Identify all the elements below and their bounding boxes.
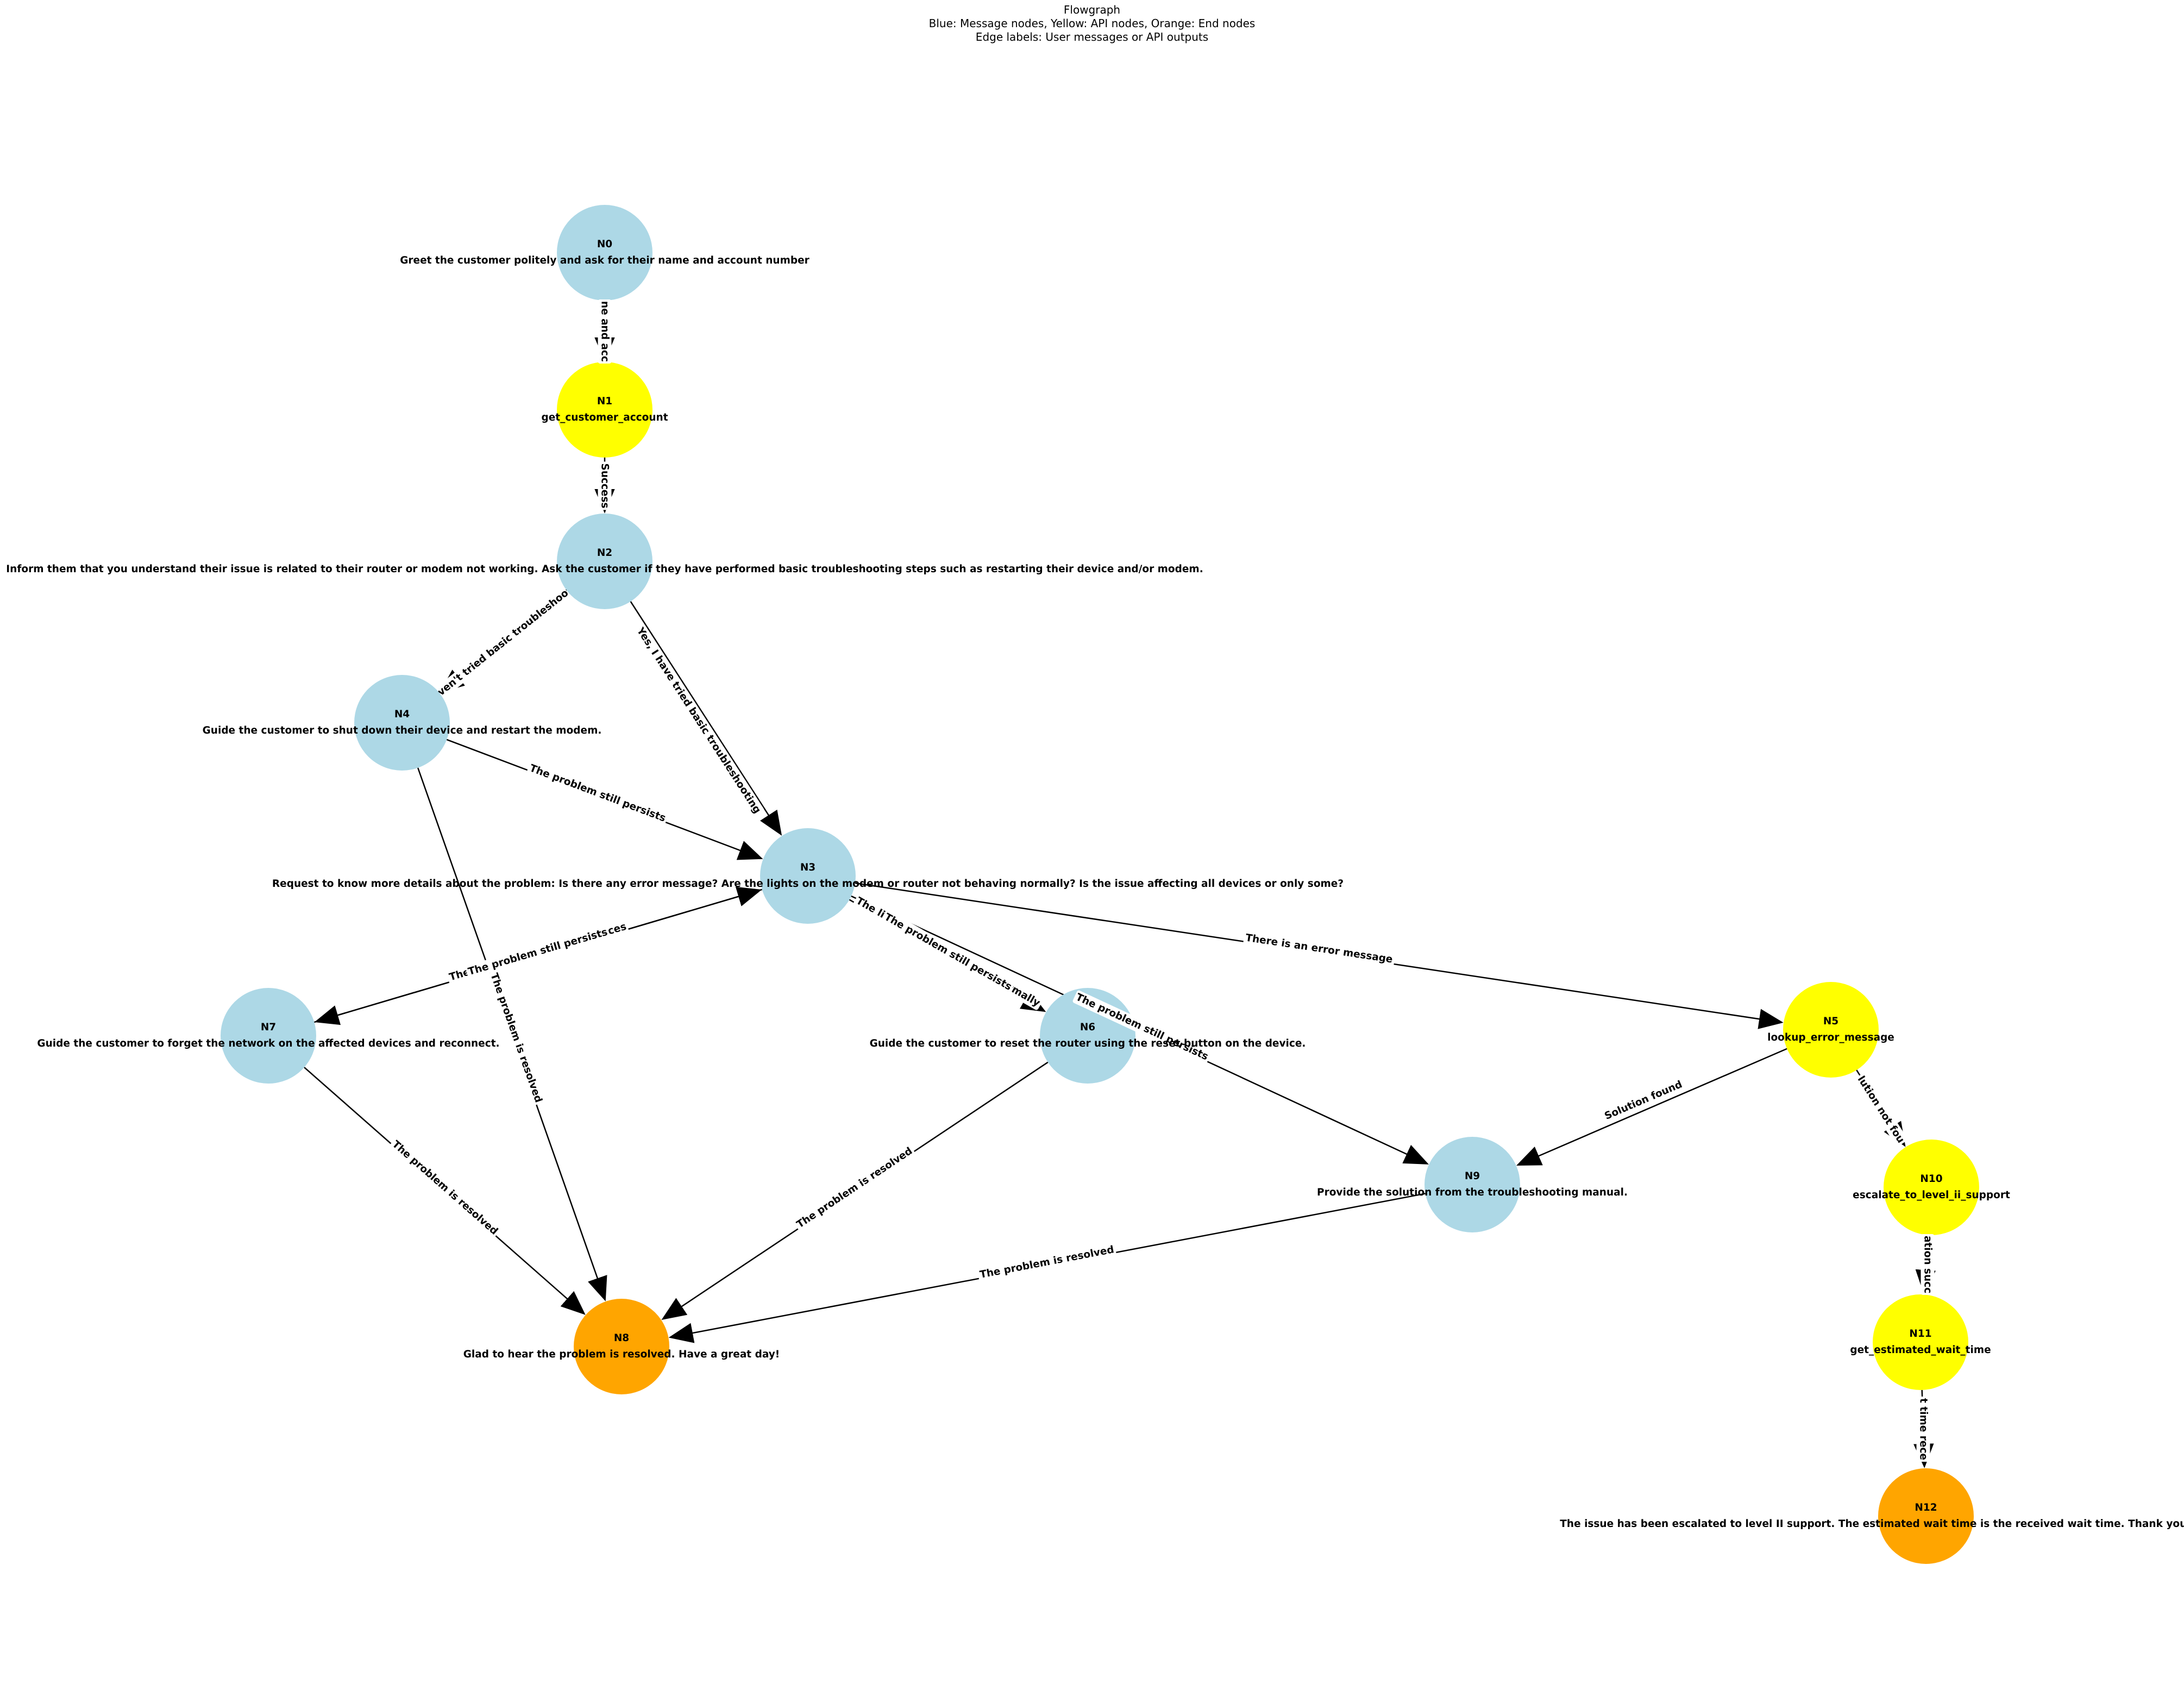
node-label-N1: N1 get_customer_account [541, 393, 668, 426]
node-id-N2: N2 [597, 547, 613, 559]
node-text-N3: Request to know more details about the p… [272, 878, 1344, 890]
node-id-N0: N0 [597, 239, 613, 250]
node-text-N11: get_estimated_wait_time [1850, 1344, 1991, 1356]
node-id-N9: N9 [1464, 1171, 1480, 1182]
node-N5 [1783, 982, 1879, 1078]
edge-N2-N3 [630, 601, 782, 836]
chart-legend-line: Blue: Message nodes, Yellow: API nodes, … [928, 17, 1256, 30]
node-N2 [557, 514, 652, 609]
node-label-N11: N11 get_estimated_wait_time [1850, 1326, 1991, 1359]
node-text-N2: Inform them that you understand their is… [6, 564, 1203, 575]
node-id-N12: N12 [1915, 1502, 1937, 1513]
node-label-N5: N5 lookup_error_message [1767, 1013, 1894, 1046]
chart-title-line1: Flowgraph [1063, 3, 1121, 16]
node-text-N8: Glad to hear the problem is resolved. Ha… [463, 1349, 780, 1360]
edge-N5-N9 [1516, 1048, 1787, 1166]
node-text-N7: Guide the customer to forget the network… [37, 1038, 500, 1049]
node-N4 [354, 675, 450, 771]
chart-subtitle-line: Edge labels: User messages or API output… [975, 30, 1209, 43]
node-N12 [1878, 1468, 1974, 1564]
node-id-N6: N6 [1080, 1022, 1096, 1033]
node-id-N7: N7 [260, 1022, 277, 1033]
node-N7 [221, 988, 316, 1084]
node-id-N1: N1 [597, 396, 613, 407]
node-label-N10: N10 escalate_to_level_ii_support [1853, 1171, 2010, 1204]
node-text-N5: lookup_error_message [1767, 1032, 1894, 1043]
node-id-N10: N10 [1920, 1173, 1943, 1185]
node-text-N6: Guide the customer to reset the router u… [869, 1038, 1306, 1049]
node-N10 [1884, 1140, 1979, 1235]
node-text-N0: Greet the customer politely and ask for … [400, 255, 809, 266]
node-text-N12: The issue has been escalated to level II… [1560, 1518, 2184, 1530]
node-N9 [1424, 1137, 1520, 1232]
node-text-N9: Provide the solution from the troublesho… [1317, 1187, 1628, 1198]
node-id-N3: N3 [800, 862, 816, 873]
node-text-N1: get_customer_account [541, 412, 668, 423]
node-N11 [1873, 1294, 1968, 1390]
node-N1 [557, 362, 652, 458]
node-N3 [760, 828, 856, 924]
chart-title: Flowgraph Blue: Message nodes, Yellow: A… [929, 3, 1256, 44]
node-N8 [574, 1299, 669, 1394]
node-id-N8: N8 [613, 1332, 630, 1344]
node-id-N5: N5 [1823, 1016, 1839, 1027]
node-text-N10: escalate_to_level_ii_support [1853, 1190, 2010, 1201]
node-id-N4: N4 [394, 709, 410, 720]
node-N0 [557, 205, 652, 301]
node-id-N11: N11 [1909, 1328, 1932, 1340]
node-text-N4: Guide the customer to shut down their de… [202, 725, 602, 736]
